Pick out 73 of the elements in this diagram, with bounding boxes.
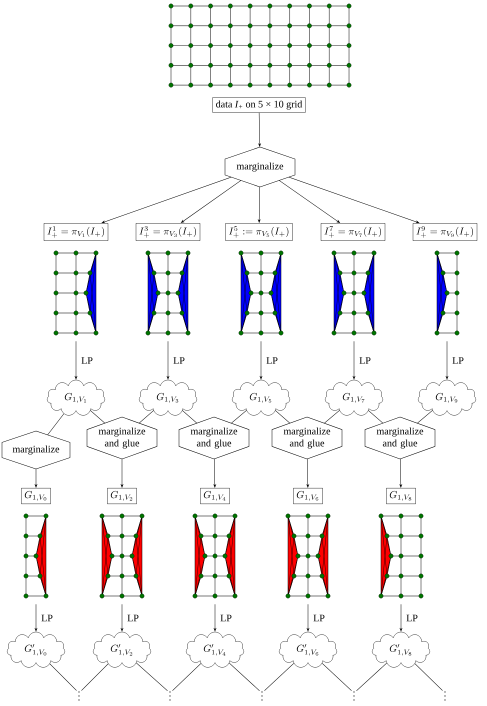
edge-label: LP bbox=[80, 356, 94, 365]
cloud: $G_{1,V_1}$ bbox=[46, 380, 106, 416]
label-box: $G_{1,V_8}$ bbox=[386, 488, 416, 504]
edge-label: LP bbox=[405, 614, 419, 622]
graph-drawing bbox=[100, 514, 144, 598]
graph-drawing bbox=[24, 514, 48, 598]
cloud: $G_{1,V_5}$ bbox=[232, 380, 290, 416]
arrow bbox=[400, 604, 402, 632]
hexagon: marginalize and glue bbox=[86, 416, 158, 460]
arrow bbox=[120, 604, 124, 632]
edge-label: LP bbox=[358, 356, 372, 365]
graph-drawing bbox=[54, 250, 98, 336]
cloud: $G'_{1,V_8}$ bbox=[372, 632, 430, 668]
edge-label: LP bbox=[312, 614, 326, 622]
arrow bbox=[120, 458, 124, 488]
arrow bbox=[446, 340, 448, 380]
graph-drawing bbox=[378, 514, 424, 598]
cloud: $G'_{1,V_6}$ bbox=[278, 632, 338, 668]
hexagon: marginalize bbox=[2, 430, 70, 470]
vertical-dots: $\vdots$ bbox=[169, 691, 171, 701]
arrow bbox=[214, 604, 216, 632]
arrow bbox=[34, 468, 38, 488]
graph-drawing bbox=[192, 514, 238, 598]
label-box: $I_+^9 = \pi_{V_9}(I_+)$ bbox=[412, 223, 478, 241]
label-box: $I_+^7 = \pi_{V_7}(I_+)$ bbox=[320, 223, 386, 241]
arrow bbox=[306, 604, 310, 632]
hexagon: marginalize and glue bbox=[364, 416, 436, 460]
arrow bbox=[260, 340, 262, 380]
label-box: $I_+^5 := \pi_{V_5}(I_+)$ bbox=[225, 223, 293, 241]
graph-drawing bbox=[146, 250, 190, 336]
cloud: $G'_{1,V_2}$ bbox=[92, 632, 152, 668]
cloud: $G'_{1,V_0}$ bbox=[6, 632, 66, 668]
arrow bbox=[102, 176, 232, 224]
hexagon: marginalize and glue bbox=[178, 416, 250, 460]
cloud: $G_{1,V_3}$ bbox=[138, 380, 198, 416]
arrow bbox=[258, 112, 261, 147]
arrow bbox=[180, 180, 242, 223]
label-box: $G_{1,V_2}$ bbox=[107, 488, 137, 504]
hexagon: marginalize and glue bbox=[272, 416, 342, 460]
label-box: data I$_{+}$ on 5 × 10 grid bbox=[212, 97, 306, 113]
arrow bbox=[258, 186, 260, 223]
arrow bbox=[288, 176, 420, 224]
arrow bbox=[306, 458, 309, 488]
arrow bbox=[214, 458, 216, 488]
arrow bbox=[74, 340, 78, 380]
label-box: $G_{1,V_4}$ bbox=[200, 488, 230, 504]
edge-label: LP bbox=[40, 614, 54, 622]
graph-drawing bbox=[238, 250, 284, 336]
graph-drawing bbox=[332, 250, 376, 336]
cloud: $G'_{1,V_4}$ bbox=[186, 632, 244, 668]
edge-label: LP bbox=[219, 614, 233, 622]
arrow bbox=[166, 340, 170, 380]
vertical-dots: $\vdots$ bbox=[353, 691, 355, 701]
arrow bbox=[352, 340, 356, 380]
edge-label: LP bbox=[172, 356, 186, 365]
edge-label: LP bbox=[126, 614, 140, 622]
label-box: $G_{1,V_0}$ bbox=[21, 488, 51, 504]
vertical-dots: $\vdots$ bbox=[444, 691, 446, 701]
hexagon: marginalize bbox=[224, 146, 296, 188]
arrow bbox=[278, 180, 340, 223]
label-box: $G_{1,V_6}$ bbox=[293, 488, 323, 504]
graph-drawing bbox=[434, 250, 460, 336]
vertical-dots: $\vdots$ bbox=[78, 691, 80, 701]
cloud: $G_{1,V_9}$ bbox=[418, 380, 476, 416]
edge-label: LP bbox=[451, 356, 465, 365]
edge-label: LP bbox=[265, 356, 279, 365]
label-box: $I_+^1 = \pi_{V_1}(I_+)$ bbox=[44, 223, 108, 241]
label-box: $I_+^3 = \pi_{V_3}(I_+)$ bbox=[136, 223, 200, 241]
cloud: $G_{1,V_7}$ bbox=[324, 380, 384, 416]
graph-drawing bbox=[286, 514, 330, 598]
arrow bbox=[34, 604, 38, 632]
vertical-dots: $\vdots$ bbox=[261, 691, 263, 701]
arrow bbox=[400, 458, 402, 488]
